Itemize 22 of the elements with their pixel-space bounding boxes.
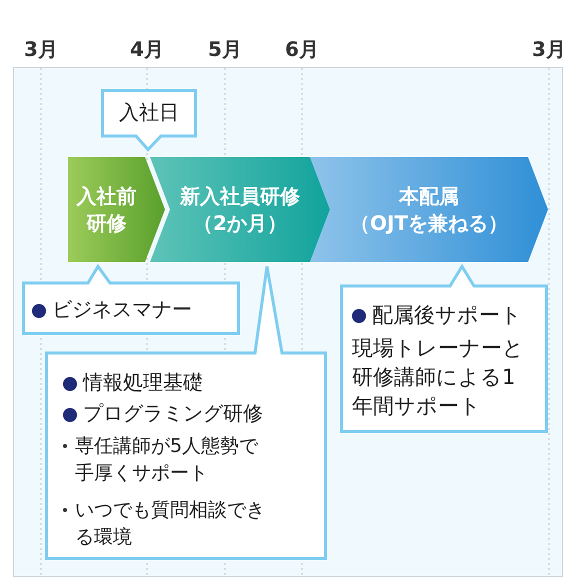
phase-banner [150,157,330,262]
note-text: いつでも質問相談できる環境 [75,498,266,550]
callout-box [22,265,240,335]
phase-banner [68,157,165,262]
month-label: 4月 [130,36,164,63]
callout-heading: 情報処理基礎 [83,370,203,394]
phase-label: 本配属（OJTを兼ねる） [348,182,510,236]
phase-label: 新入社員研修（2か月） [178,182,301,236]
phase-banner [310,157,548,262]
callout-heading: プログラミング研修 [83,401,263,425]
month-label: 3月 [532,36,566,63]
callout-box [45,265,327,560]
callout-box [101,89,197,151]
callout-heading: ビジネスマナー [52,297,192,321]
month-label: 6月 [285,36,319,63]
month-label: 5月 [208,36,242,63]
month-label: 3月 [24,36,58,63]
note-text: 専任講師が5人態勢で手厚くサポート [75,434,260,486]
callout-text: 現場トレーナーと研修講師による1年間サポート [352,335,525,420]
phase-label: 入社前研修 [75,182,138,236]
callout-text: 入社日 [119,99,179,126]
callout-heading: 配属後サポート [372,303,522,327]
